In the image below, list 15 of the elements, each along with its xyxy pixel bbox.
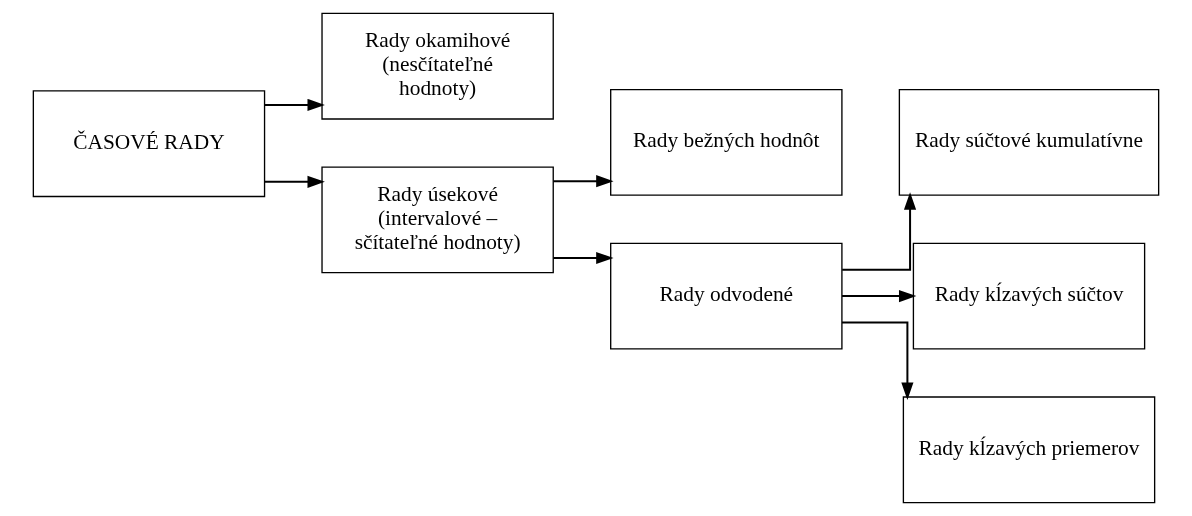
arrow [552, 251, 614, 265]
arrow [841, 192, 917, 271]
arrow [841, 321, 914, 400]
node-box: Rady bežných hodnôt [610, 88, 843, 196]
node-box: Rady kĺzavých priemerov [902, 396, 1156, 504]
arrow [841, 290, 917, 303]
node-box: ČASOVÉ RADY [32, 90, 266, 198]
arrow [263, 175, 325, 188]
arrow [263, 98, 325, 112]
node-box: Rady úsekové (intervalové – sčítateľné hodnoty) [321, 166, 554, 274]
node-box: Rady odvodené [610, 242, 843, 350]
node-box: Rady okamihové (nesčítateľné hodnoty) [321, 12, 554, 120]
node-box: Rady kĺzavých súčtov [912, 242, 1146, 350]
node-box: Rady súčtové kumulatívne [898, 88, 1160, 196]
arrow [552, 175, 614, 188]
